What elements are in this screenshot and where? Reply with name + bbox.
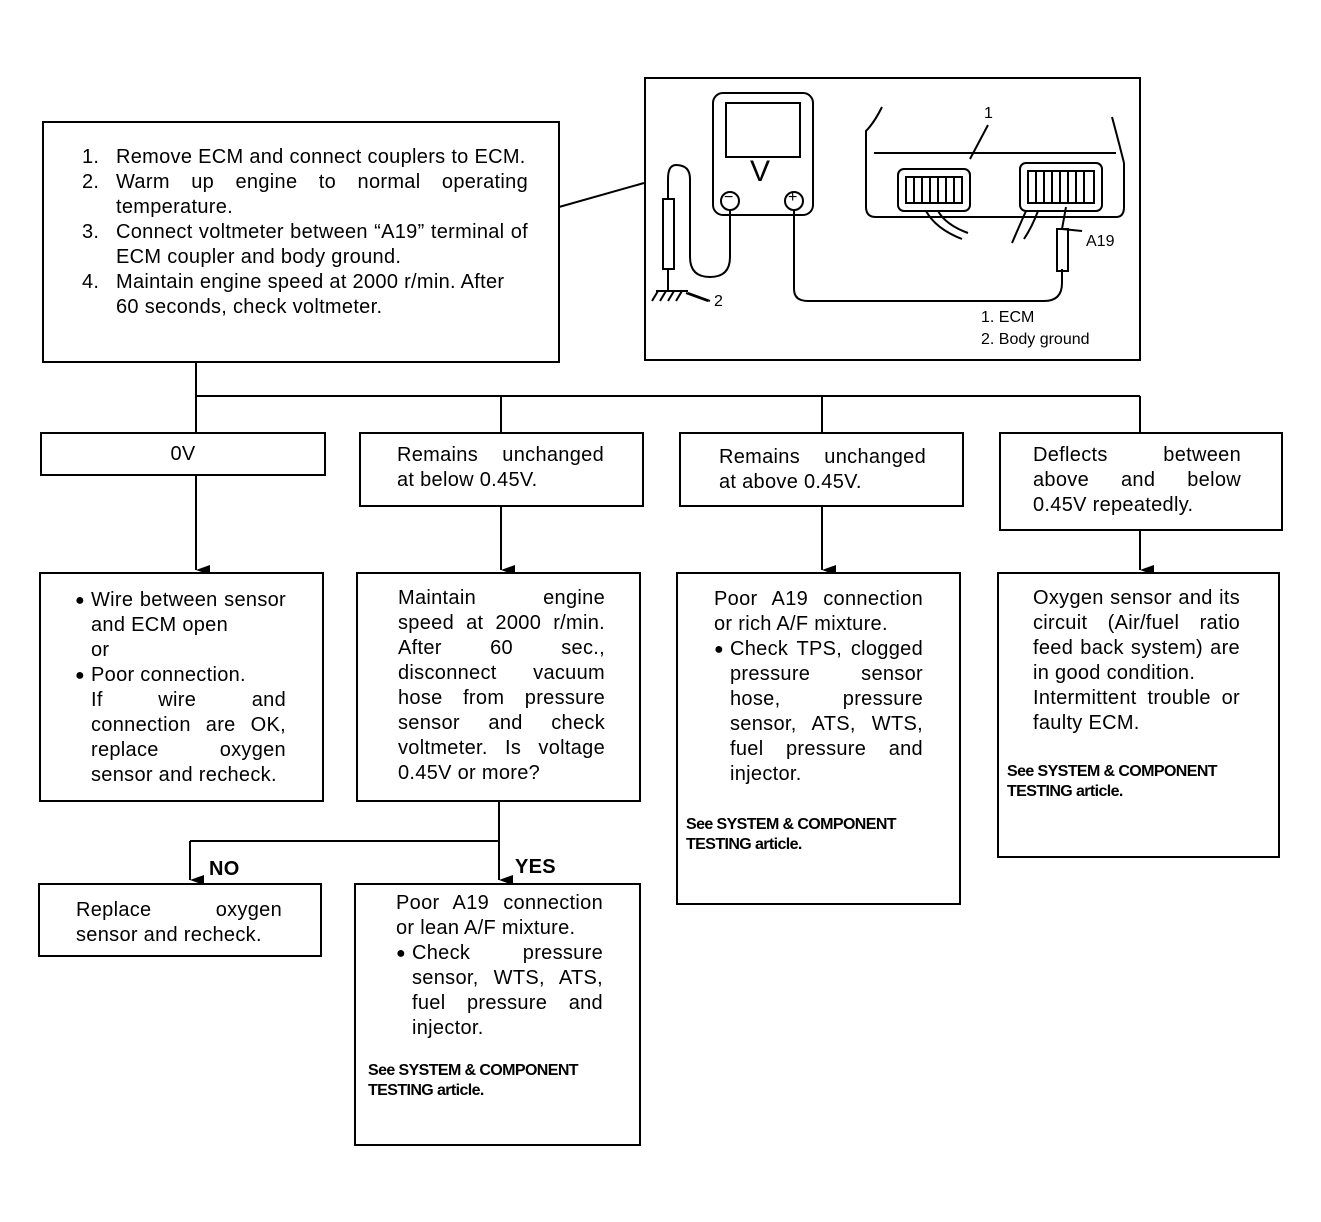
procedure-box: 1.Remove ECM and connect couplers to ECM… (42, 121, 560, 363)
step-4: 4.Maintain engine speed at 2000 r/min. A… (82, 271, 505, 318)
result-0v-label: 0V (170, 443, 196, 465)
legend-item-ecm: 1. ECM (981, 309, 1035, 326)
result-below-label: Remains unchanged at below 0.45V. (397, 444, 604, 491)
legend-item-body-ground: 2. Body ground (981, 331, 1090, 348)
action-0v-bullet-1: Wire between sensor and ECM open (75, 588, 286, 638)
action-above: Poor A19 connection or rich A/F mixture.… (676, 572, 961, 905)
action-deflects-see-reference: See SYSTEM & COMPONENT TESTING article. (1007, 763, 1218, 800)
action-above-see-reference: See SYSTEM & COMPONENT TESTING article. (686, 816, 897, 853)
plus-terminal-label: + (788, 189, 798, 206)
illustration-box: V − + 1 2 A19 1. ECM 2. Body ground (644, 77, 1141, 361)
action-above-line: Poor A19 connection or rich A/F mixture. (714, 588, 923, 635)
result-below: Remains unchanged at below 0.45V. (359, 432, 644, 507)
no-box: Replace oxygen sensor and recheck. (38, 883, 322, 957)
voltmeter-icon (712, 92, 814, 216)
yes-box-line: Poor A19 connection or lean A/F mixture. (396, 892, 603, 939)
coupler-1-icon (897, 168, 971, 212)
action-deflects-text-2: Intermittent trouble or faulty ECM. (1033, 687, 1240, 734)
coupler-2-icon (1019, 162, 1103, 212)
result-deflects: Deflects between above and below 0.45V r… (999, 432, 1283, 531)
no-branch-label: NO (209, 858, 240, 880)
result-0v: 0V (40, 432, 326, 476)
yes-box-bullet: Check pressure sensor, WTS, ATS, fuel pr… (396, 941, 603, 1041)
result-above-label: Remains unchanged at above 0.45V. (719, 446, 926, 493)
action-0v: Wire between sensor and ECM open or Poor… (39, 572, 324, 802)
callout-1: 1 (984, 105, 993, 122)
procedure-steps: 1.Remove ECM and connect couplers to ECM… (82, 145, 528, 320)
step-1: 1.Remove ECM and connect couplers to ECM… (82, 146, 526, 168)
action-0v-bullet-2: Poor connection. (75, 663, 286, 688)
result-above: Remains unchanged at above 0.45V. (679, 432, 964, 507)
action-0v-note: If wire and connection are OK, replace o… (91, 689, 286, 786)
action-deflects: Oxygen sensor and its circuit (Air/fuel … (997, 572, 1280, 858)
action-0v-or: or (91, 639, 110, 661)
voltmeter-symbol: V (750, 155, 771, 188)
a19-label: A19 (1086, 233, 1115, 250)
leader-line (558, 182, 645, 208)
action-deflects-text: Oxygen sensor and its circuit (Air/fuel … (1033, 587, 1240, 684)
voltmeter-display (725, 102, 801, 158)
voltmeter-ecm-drawing (651, 92, 1125, 302)
yes-branch-label: YES (515, 856, 556, 878)
result-deflects-label: Deflects between above and below 0.45V r… (1033, 444, 1241, 516)
action-above-bullet: Check TPS, clogged pressure sensor hose,… (714, 637, 923, 787)
yes-box: Poor A19 connection or lean A/F mixture.… (354, 883, 641, 1146)
ground-probe-icon (662, 198, 675, 270)
callout-2: 2 (714, 293, 723, 310)
action-below-text: Maintain engine speed at 2000 r/min. Aft… (398, 587, 605, 784)
action-below: Maintain engine speed at 2000 r/min. Aft… (356, 572, 641, 802)
step-3: 3.Connect voltmeter between “A19” termin… (82, 221, 528, 268)
yes-box-see-reference: See SYSTEM & COMPONENT TESTING article. (368, 1062, 579, 1099)
legend: 1. ECM 2. Body ground (981, 307, 1090, 351)
no-box-text: Replace oxygen sensor and recheck. (76, 899, 282, 946)
a19-probe-icon (1056, 228, 1069, 272)
step-2: 2.Warm up engine to normal operating tem… (82, 171, 528, 218)
minus-terminal-label: − (724, 189, 734, 206)
ecm-icon (865, 106, 1125, 218)
